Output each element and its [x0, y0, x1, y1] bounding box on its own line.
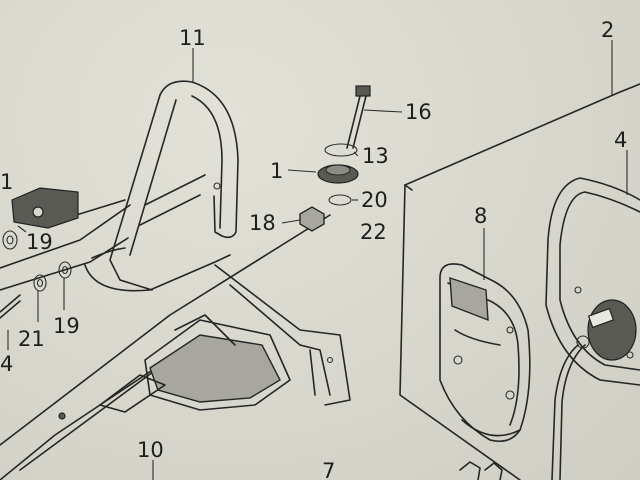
- bracket-part-11: [84, 80, 239, 292]
- callout-7: 7: [322, 459, 336, 480]
- callout-22: 22: [360, 220, 387, 244]
- panel-part-2: [399, 83, 640, 480]
- housing-part-4: [545, 177, 640, 480]
- callout-21: 21: [18, 327, 45, 351]
- callout-20: 20: [361, 188, 388, 212]
- left-small-parts: [0, 187, 79, 319]
- callout-19-lower: 19: [53, 314, 80, 338]
- callout-4-housing: 4: [614, 128, 628, 152]
- callout-4-left: 4: [0, 352, 14, 376]
- callout-2: 2: [601, 18, 615, 42]
- frame-tube: [0, 214, 331, 480]
- callout-8: 8: [474, 204, 488, 228]
- callout-11: 11: [179, 26, 206, 50]
- bottom-bolts: [459, 461, 503, 480]
- callout-1-stack: 1: [270, 159, 284, 183]
- callout-1-left: 1: [0, 170, 14, 194]
- callout-19-upper: 19: [26, 230, 53, 254]
- callout-13: 13: [362, 144, 389, 168]
- callout-18: 18: [249, 211, 276, 235]
- bolt-stack: [299, 85, 371, 232]
- callout-16: 16: [405, 100, 432, 124]
- cover-part-8: [439, 263, 531, 443]
- callout-10: 10: [137, 438, 164, 462]
- leader-lines: [7, 40, 628, 480]
- lower-mount-bracket: [99, 264, 351, 413]
